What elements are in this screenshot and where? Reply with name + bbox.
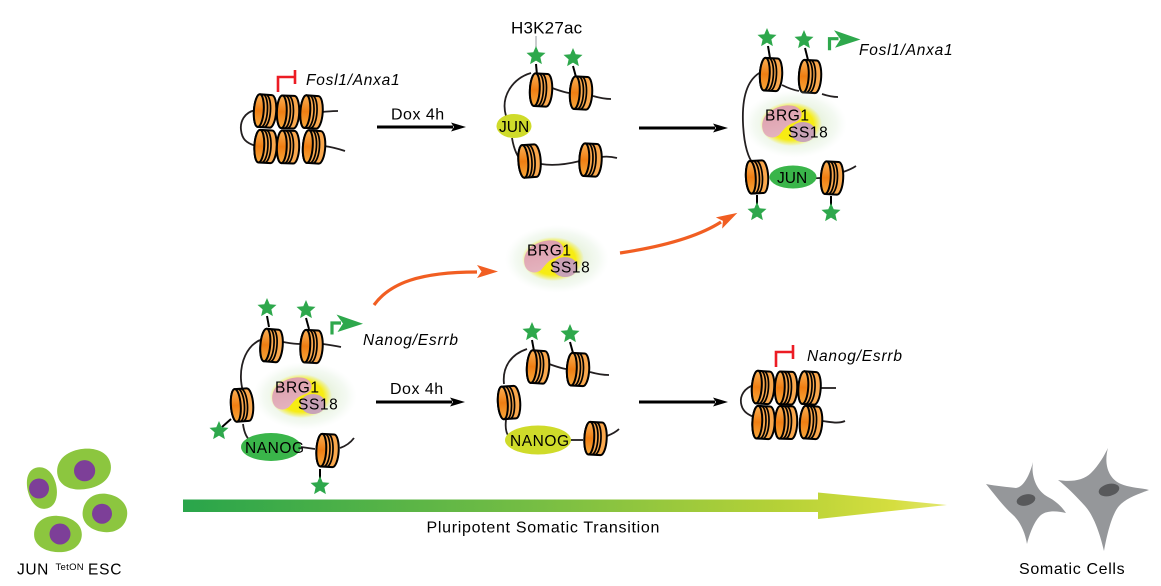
svg-text:Dox 4h: Dox 4h [390, 381, 444, 398]
svg-text:NANOG: NANOG [510, 433, 570, 450]
svg-text:Nanog/Esrrb: Nanog/Esrrb [363, 332, 459, 349]
svg-text:Dox 4h: Dox 4h [391, 107, 445, 124]
svg-text:JUN: JUN [499, 119, 529, 136]
svg-text:NANOG: NANOG [245, 440, 305, 457]
svg-text:Pluripotent Somatic Transition: Pluripotent Somatic Transition [427, 520, 661, 537]
svg-text:JUN: JUN [17, 562, 49, 579]
svg-text:Nanog/Esrrb: Nanog/Esrrb [807, 348, 903, 365]
svg-text:Fosl1/Anxa1: Fosl1/Anxa1 [306, 72, 400, 89]
svg-text:ESC: ESC [88, 562, 122, 579]
svg-text:Fosl1/Anxa1: Fosl1/Anxa1 [859, 42, 953, 59]
svg-text:H3K27ac: H3K27ac [511, 19, 583, 38]
svg-text:JUN: JUN [777, 170, 807, 187]
svg-text:TetON: TetON [56, 562, 84, 573]
svg-text:Somatic Cells: Somatic Cells [1019, 561, 1125, 578]
